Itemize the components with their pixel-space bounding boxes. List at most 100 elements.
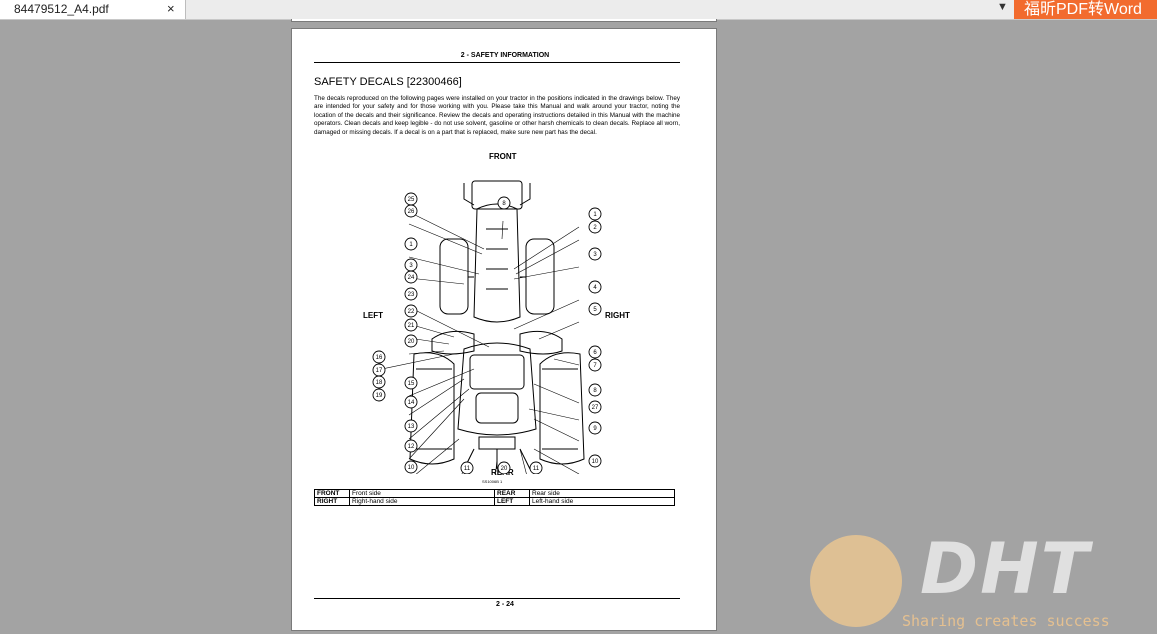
callout-4: 4 bbox=[588, 280, 602, 294]
svg-text:19: 19 bbox=[376, 393, 383, 399]
callout-23: 23 bbox=[404, 287, 418, 301]
svg-text:3: 3 bbox=[593, 252, 597, 258]
running-head: 2 - SAFETY INFORMATION bbox=[460, 52, 550, 59]
svg-text:11: 11 bbox=[464, 466, 471, 472]
callout-25: 25 bbox=[404, 192, 418, 206]
svg-text:20: 20 bbox=[408, 339, 415, 345]
callout-2: 2 bbox=[588, 220, 602, 234]
svg-text:27: 27 bbox=[592, 405, 599, 411]
svg-text:7: 7 bbox=[593, 363, 597, 369]
tab-list-dropdown-icon[interactable]: ▼ bbox=[997, 1, 1008, 13]
svg-text:26: 26 bbox=[408, 209, 415, 215]
pdf-to-word-banner[interactable]: 福昕PDF转Word bbox=[1014, 0, 1157, 19]
svg-text:3: 3 bbox=[409, 263, 413, 269]
callout-8: 8 bbox=[497, 196, 511, 210]
callout-26: 26 bbox=[404, 204, 418, 218]
svg-text:14: 14 bbox=[408, 400, 415, 406]
figure-reference: SS1006B 1 bbox=[482, 479, 503, 484]
tractor-decal-diagram: 2526812133244235222120671617181915148271… bbox=[372, 180, 602, 474]
callout-11: 11 bbox=[529, 461, 543, 474]
callout-numbers: 2526812133244235222120671617181915148271… bbox=[372, 192, 602, 474]
watermark-logo-icon bbox=[810, 535, 902, 627]
svg-text:4: 4 bbox=[593, 285, 597, 291]
footer-rule bbox=[314, 598, 680, 599]
legend-row: RIGHT Right-hand side LEFT Left-hand sid… bbox=[314, 497, 675, 506]
svg-text:17: 17 bbox=[376, 368, 383, 374]
close-tab-icon[interactable]: × bbox=[167, 1, 175, 16]
callout-14: 14 bbox=[404, 395, 418, 409]
callout-10: 10 bbox=[588, 454, 602, 468]
callout-1: 1 bbox=[404, 237, 418, 251]
callout-15: 15 bbox=[404, 376, 418, 390]
svg-text:13: 13 bbox=[408, 424, 415, 430]
svg-text:5: 5 bbox=[593, 307, 597, 313]
watermark-slogan: Sharing creates success bbox=[902, 612, 1110, 630]
previous-page-edge bbox=[291, 19, 717, 22]
svg-text:8: 8 bbox=[593, 388, 597, 394]
legend-key: REAR bbox=[494, 489, 530, 498]
svg-text:20: 20 bbox=[501, 466, 508, 472]
callout-18: 18 bbox=[372, 375, 386, 389]
svg-text:6: 6 bbox=[593, 350, 597, 356]
svg-text:10: 10 bbox=[408, 465, 415, 471]
svg-text:1: 1 bbox=[409, 242, 413, 248]
svg-text:9: 9 bbox=[593, 426, 597, 432]
svg-text:2: 2 bbox=[593, 225, 597, 231]
svg-text:23: 23 bbox=[408, 292, 415, 298]
label-front: FRONT bbox=[489, 152, 517, 161]
callout-5: 5 bbox=[588, 302, 602, 316]
svg-text:8: 8 bbox=[502, 201, 506, 207]
legend-key: LEFT bbox=[494, 497, 530, 506]
callout-10: 10 bbox=[404, 460, 418, 474]
callout-3: 3 bbox=[588, 247, 602, 261]
callout-7: 7 bbox=[588, 358, 602, 372]
svg-text:1: 1 bbox=[593, 212, 597, 218]
watermark-logo-text: DHT bbox=[920, 528, 1091, 610]
label-left: LEFT bbox=[363, 311, 383, 320]
callout-8: 8 bbox=[588, 383, 602, 397]
callout-1: 1 bbox=[588, 207, 602, 221]
callout-22: 22 bbox=[404, 304, 418, 318]
svg-text:22: 22 bbox=[408, 309, 415, 315]
svg-text:25: 25 bbox=[408, 197, 415, 203]
legend-value: Left-hand side bbox=[529, 497, 675, 506]
tractor-drawing bbox=[409, 180, 585, 470]
legend-value: Rear side bbox=[529, 489, 675, 498]
page-number: 2 - 24 bbox=[496, 601, 514, 608]
svg-text:10: 10 bbox=[592, 459, 599, 465]
callout-13: 13 bbox=[404, 419, 418, 433]
intro-paragraph: The decals reproduced on the following p… bbox=[314, 95, 680, 136]
callout-19: 19 bbox=[372, 388, 386, 402]
callout-20: 20 bbox=[404, 334, 418, 348]
tab-title: 84479512_A4.pdf bbox=[14, 2, 109, 16]
header-rule bbox=[314, 62, 680, 63]
callout-12: 12 bbox=[404, 439, 418, 453]
pdf-page: 2 - SAFETY INFORMATION SAFETY DECALS [22… bbox=[291, 28, 717, 631]
callout-9: 9 bbox=[588, 421, 602, 435]
svg-text:16: 16 bbox=[376, 355, 383, 361]
svg-text:18: 18 bbox=[376, 380, 383, 386]
legend-table: FRONT Front side REAR Rear side RIGHT Ri… bbox=[314, 489, 675, 506]
document-tab[interactable]: 84479512_A4.pdf × bbox=[0, 0, 186, 19]
callout-6: 6 bbox=[588, 345, 602, 359]
callout-27: 27 bbox=[588, 400, 602, 414]
svg-text:11: 11 bbox=[533, 466, 540, 472]
callout-3: 3 bbox=[404, 258, 418, 272]
callout-16: 16 bbox=[372, 350, 386, 364]
callout-11: 11 bbox=[460, 461, 474, 474]
callout-24: 24 bbox=[404, 270, 418, 284]
svg-text:12: 12 bbox=[408, 444, 415, 450]
legend-value: Right-hand side bbox=[349, 497, 495, 506]
callout-20: 20 bbox=[497, 461, 511, 474]
legend-row: FRONT Front side REAR Rear side bbox=[314, 489, 675, 498]
legend-value: Front side bbox=[349, 489, 495, 498]
svg-text:15: 15 bbox=[408, 381, 415, 387]
callout-21: 21 bbox=[404, 318, 418, 332]
callout-17: 17 bbox=[372, 363, 386, 377]
svg-text:21: 21 bbox=[408, 323, 415, 329]
svg-text:24: 24 bbox=[408, 275, 415, 281]
label-right: RIGHT bbox=[605, 311, 630, 320]
legend-key: RIGHT bbox=[314, 497, 350, 506]
legend-key: FRONT bbox=[314, 489, 350, 498]
callout-leaders bbox=[376, 211, 580, 474]
